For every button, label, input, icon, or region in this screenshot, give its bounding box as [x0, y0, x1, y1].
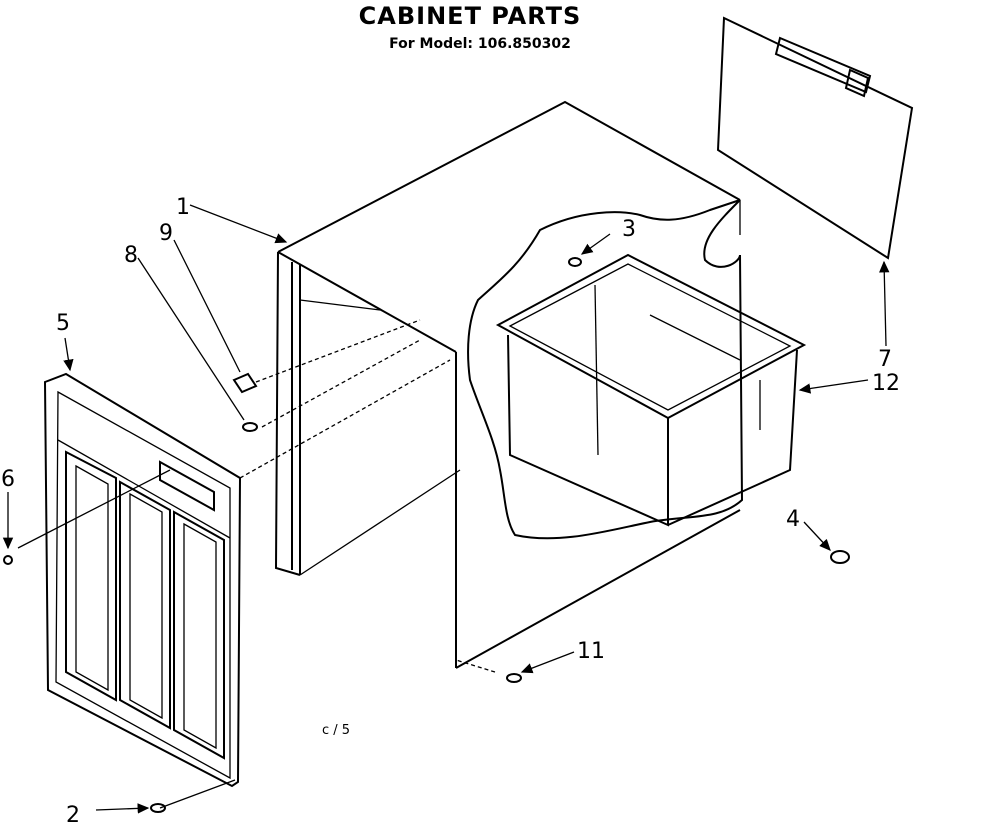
callout-6: 6	[1, 467, 15, 492]
part-8-screw	[242, 422, 258, 432]
callout-7: 7	[878, 347, 892, 372]
part-9-clip	[232, 372, 258, 394]
front-panel	[43, 372, 242, 788]
part-11-screw	[506, 673, 522, 683]
callout-1: 1	[176, 195, 190, 220]
cutaway-outline	[467, 199, 744, 540]
page-reference: c / 5	[322, 723, 350, 738]
cabinet-wrapper	[274, 100, 741, 669]
part-6-knob	[3, 555, 13, 565]
diagram-title: CABINET PARTS	[358, 2, 582, 30]
part-3-screw	[568, 257, 582, 267]
callout-9: 9	[159, 221, 173, 246]
callout-3: 3	[622, 217, 636, 242]
drain-pan	[495, 253, 807, 527]
part-4-plug	[830, 550, 850, 564]
model-number: For Model: 106.850302	[389, 36, 571, 52]
filter-grille	[716, 16, 914, 260]
callout-12: 12	[872, 371, 900, 396]
part-2-screw	[150, 803, 166, 813]
callout-2: 2	[66, 803, 80, 825]
callout-11: 11	[577, 639, 605, 664]
callout-4: 4	[786, 507, 800, 532]
callout-5: 5	[56, 311, 70, 336]
leader-lines	[2, 204, 890, 814]
callout-8: 8	[124, 243, 138, 268]
